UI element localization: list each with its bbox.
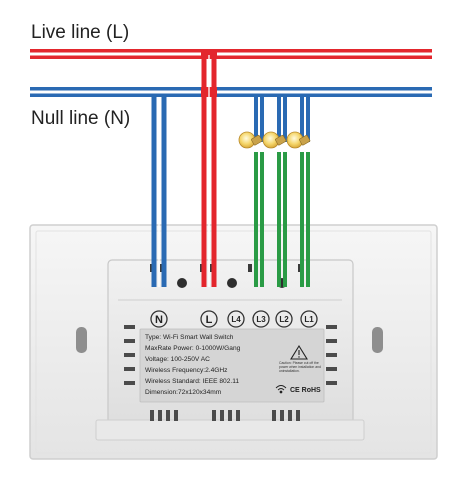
mounting-slot-right (372, 327, 383, 353)
spec-label: Type: Wi-Fi Smart Wall Switch MaxRate Po… (139, 328, 325, 403)
spec-standard: Wireless Standard: IEEE 802.11 (145, 378, 239, 385)
caution-text: Caution: Please cut off the power when i… (279, 361, 321, 373)
terminal-l3: L3 (252, 310, 270, 328)
load-wires (254, 152, 310, 287)
terminal-labels: N L L4 L3 L2 L1 (150, 310, 318, 328)
bottom-vents (150, 410, 300, 421)
null-line-label: Null line (N) (31, 108, 130, 129)
spec-voltage: Voltage: 100-250V AC (145, 356, 210, 363)
live-line-bus (30, 49, 432, 59)
lamp-1 (238, 131, 263, 149)
lamp-3 (286, 131, 311, 149)
spec-dimension: Dimension:72x120x34mm (145, 389, 222, 396)
null-wire-drop (151, 94, 167, 287)
warning-triangle-icon (290, 344, 308, 360)
null-line-bus (30, 87, 432, 97)
spec-frequency: Wireless Frequency:2.4GHz (145, 367, 227, 374)
terminal-l4-label: L4 (231, 315, 241, 324)
wifi-icon (275, 385, 287, 394)
live-line-label: Live line (L) (31, 22, 129, 43)
terminal-l2: L2 (275, 310, 293, 328)
terminal-l4: L4 (227, 310, 245, 328)
certification-marks: CE RoHS (290, 387, 321, 394)
live-over-null (201, 86, 217, 98)
side-vents-left (124, 325, 135, 385)
terminal-l1-label: L1 (304, 315, 314, 324)
null-taps (254, 94, 310, 142)
terminal-l3-label: L3 (256, 315, 266, 324)
terminal-l: L (200, 310, 218, 328)
terminal-n-label: N (155, 314, 163, 326)
terminal-l-label: L (206, 314, 213, 326)
side-vents-right (326, 325, 337, 385)
mounting-slot-left (76, 327, 87, 353)
lamp-2 (262, 131, 287, 149)
spec-max-rate: MaxRate Power: 0-1000W/Gang (145, 345, 241, 352)
spec-type: Type: Wi-Fi Smart Wall Switch (145, 334, 234, 341)
terminal-n: N (150, 310, 168, 328)
terminal-l1: L1 (300, 310, 318, 328)
terminal-l2-label: L2 (279, 315, 289, 324)
